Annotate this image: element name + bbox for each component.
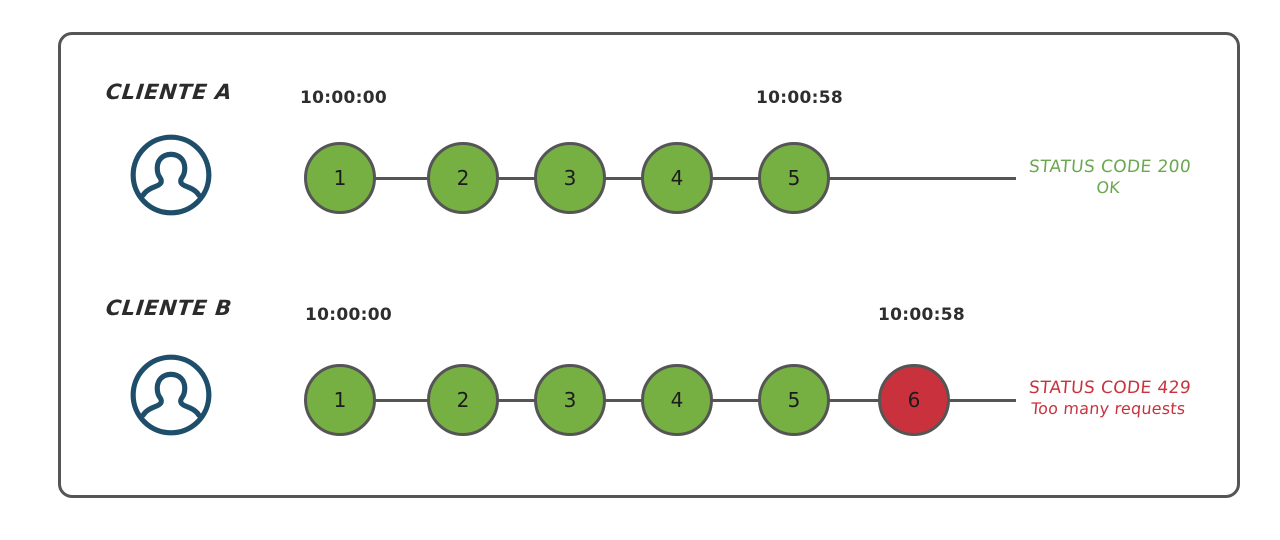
status-message-line: Too many requests <box>1030 399 1187 419</box>
status-code-line: STATUS CODE 429 <box>1028 378 1192 398</box>
node-label: 3 <box>563 166 577 190</box>
node-label: 5 <box>787 166 801 190</box>
node-label: 2 <box>456 166 470 190</box>
node-label: 6 <box>907 388 921 412</box>
client-a-request-node-5: 5 <box>758 142 830 214</box>
node-label: 2 <box>456 388 470 412</box>
node-label: 5 <box>787 388 801 412</box>
client-b-status: STATUS CODE 429 Too many requests <box>1026 378 1192 419</box>
client-b-request-node-6: 6 <box>878 364 950 436</box>
client-b-request-node-1: 1 <box>304 364 376 436</box>
client-b-request-node-3: 3 <box>534 364 606 436</box>
node-label: 4 <box>670 388 684 412</box>
node-label: 1 <box>333 388 347 412</box>
node-label: 4 <box>670 166 684 190</box>
status-message-line: OK <box>1095 178 1121 198</box>
client-a-request-node-3: 3 <box>534 142 606 214</box>
client-a-request-node-1: 1 <box>304 142 376 214</box>
client-b-timestamp-end: 10:00:58 <box>878 305 965 325</box>
client-a-timestamp-end: 10:00:58 <box>756 88 843 108</box>
status-code-line: STATUS CODE 200 <box>1028 157 1192 177</box>
client-a-request-node-4: 4 <box>641 142 713 214</box>
user-avatar-icon <box>130 134 212 216</box>
client-b-avatar <box>128 352 214 438</box>
client-a-label: CLIENTE A <box>104 80 234 104</box>
diagram-frame <box>58 32 1240 498</box>
client-b-timestamp-start: 10:00:00 <box>305 305 392 325</box>
client-b-request-node-2: 2 <box>427 364 499 436</box>
client-a-status: STATUS CODE 200 OK <box>1026 157 1192 198</box>
client-b-request-node-5: 5 <box>758 364 830 436</box>
client-b-label: CLIENTE B <box>104 296 234 320</box>
client-a-request-node-2: 2 <box>427 142 499 214</box>
client-b-request-node-4: 4 <box>641 364 713 436</box>
node-label: 1 <box>333 166 347 190</box>
client-a-timestamp-start: 10:00:00 <box>300 88 387 108</box>
node-label: 3 <box>563 388 577 412</box>
client-a-avatar <box>128 132 214 218</box>
user-avatar-icon <box>130 354 212 436</box>
